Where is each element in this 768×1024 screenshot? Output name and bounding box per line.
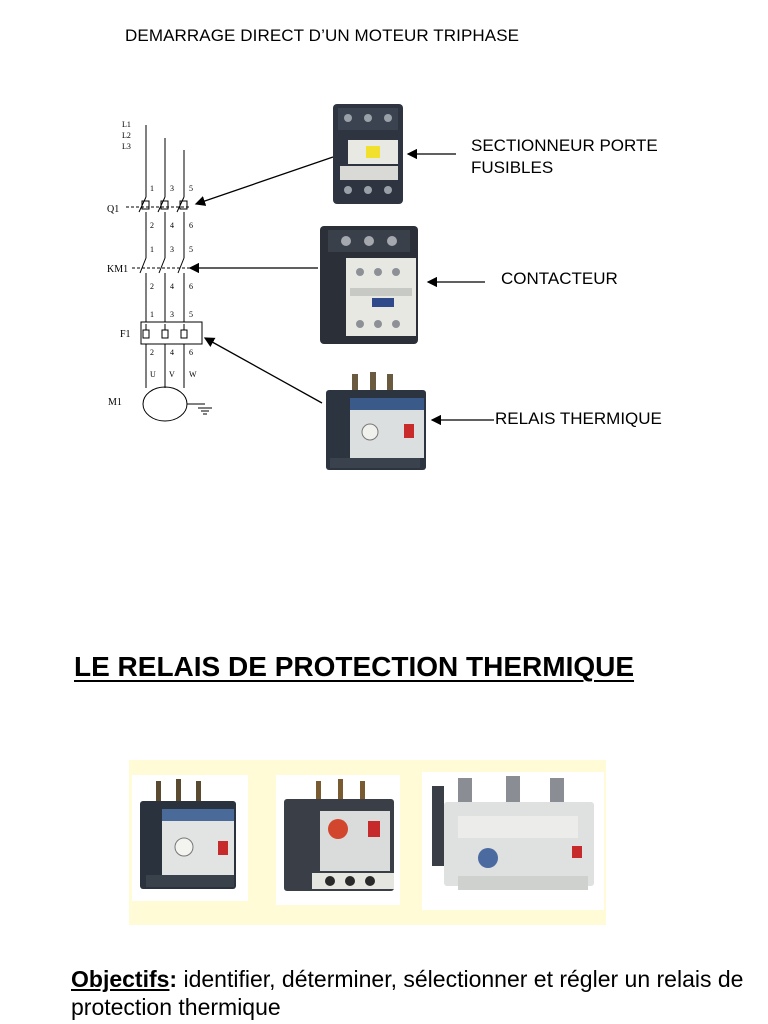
f1-element xyxy=(180,324,188,339)
relay-photo-small xyxy=(132,775,248,901)
f1-terminal-bottom: 4 xyxy=(170,348,174,357)
km1-terminal-top: 1 xyxy=(150,245,154,254)
motor-terminal-u: U xyxy=(150,370,156,379)
phase-label-l2: L2 xyxy=(122,131,131,140)
km1-terminal-top: 5 xyxy=(189,245,193,254)
f1-terminal-bottom: 2 xyxy=(150,348,154,357)
q1-terminal-bottom: 2 xyxy=(150,221,154,230)
f1-relay-body xyxy=(140,321,203,345)
q1-fuse xyxy=(141,200,150,210)
km1-contact xyxy=(158,257,166,274)
q1-terminal-top: 1 xyxy=(150,184,154,193)
phase-label-l3: L3 xyxy=(122,142,131,151)
sectionneur-photo xyxy=(333,104,403,204)
arrow-relais-schematic xyxy=(203,337,323,404)
km1-terminal-bottom: 4 xyxy=(170,282,174,291)
motor-terminal-v: V xyxy=(169,370,175,379)
q1-fuse xyxy=(179,200,188,210)
relay-photo-medium xyxy=(276,775,400,905)
km1-terminal-bottom: 2 xyxy=(150,282,154,291)
q1-terminal-top: 3 xyxy=(170,184,174,193)
label-relais-thermique: RELAIS THERMIQUE xyxy=(495,409,662,428)
page-title: DEMARRAGE DIRECT D’UN MOTEUR TRIPHASE xyxy=(125,26,520,45)
label-contacteur: CONTACTEUR xyxy=(501,269,618,288)
km1-terminal-bottom: 6 xyxy=(189,282,193,291)
arrow-sectionneur-schematic xyxy=(194,156,334,206)
f1-terminal-top: 1 xyxy=(150,310,154,319)
label-sectionneur: SECTIONNEUR PORTE FUSIBLES xyxy=(471,136,658,177)
objectives-keyword: Objectifs xyxy=(71,966,170,992)
q1-terminal-top: 5 xyxy=(189,184,193,193)
f1-terminal-top: 5 xyxy=(189,310,193,319)
q1-terminal-bottom: 4 xyxy=(170,221,174,230)
f1-element xyxy=(161,324,169,339)
km1-label: KM1 xyxy=(107,264,129,275)
q1-fuse xyxy=(160,200,169,210)
f1-terminal-bottom: 6 xyxy=(189,348,193,357)
motor-terminal-w: W xyxy=(189,370,197,379)
km1-contact xyxy=(139,257,147,274)
relay-photo-gallery xyxy=(129,760,606,925)
phase-label-l1: L1 xyxy=(122,120,131,129)
q1-terminal-bottom: 6 xyxy=(189,221,193,230)
km1-contact xyxy=(177,257,185,274)
f1-element xyxy=(142,324,150,339)
relay-photo-large xyxy=(422,772,604,910)
objectives-colon: : xyxy=(169,966,178,992)
motor-schematic xyxy=(126,104,494,470)
m1-label: M1 xyxy=(108,397,122,408)
q1-label: Q1 xyxy=(107,204,120,215)
motor-symbol xyxy=(142,386,188,422)
km1-terminal-top: 3 xyxy=(170,245,174,254)
f1-label: F1 xyxy=(120,329,131,340)
objectives-text: identifier, déterminer, sélectionner et … xyxy=(71,966,744,1020)
relais-thermique-photo xyxy=(326,372,426,470)
section-heading: LE RELAIS DE PROTECTION THERMIQUE xyxy=(74,651,635,682)
objectives-paragraph: Objectifs: identifier, déterminer, sélec… xyxy=(71,965,751,1021)
f1-terminal-top: 3 xyxy=(170,310,174,319)
contacteur-photo xyxy=(320,226,418,344)
